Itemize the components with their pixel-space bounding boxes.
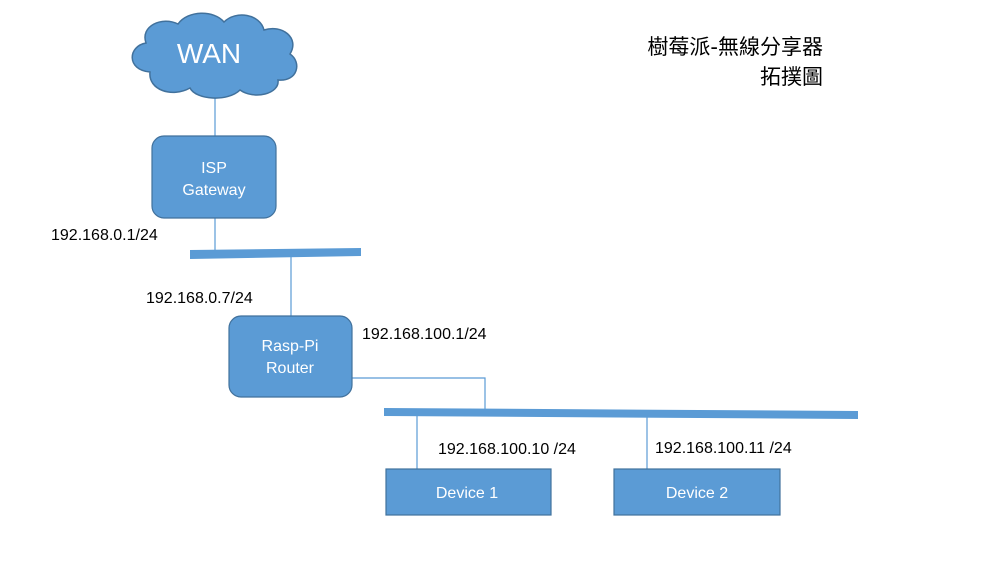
isp-gateway-node: ISP Gateway <box>151 135 277 219</box>
raspi-router-node: Rasp-Pi Router <box>228 315 353 398</box>
cloud-icon <box>131 12 298 99</box>
device2-box <box>613 468 781 516</box>
network-bus-192-168-0 <box>190 248 361 259</box>
isp-gateway-label-line1: ISP <box>201 160 227 177</box>
link-router-to-lan-bus <box>352 377 486 411</box>
device1-node: Device 1 <box>385 468 552 516</box>
diagram-title-line2: 拓撲圖 <box>760 65 823 89</box>
ip-label-router-lan: 192.168.100.1/24 <box>362 326 487 343</box>
raspi-router-label-line2: Router <box>266 360 315 377</box>
isp-gateway-label-line2: Gateway <box>182 182 245 199</box>
ip-label-device1: 192.168.100.10 /24 <box>438 441 576 458</box>
isp-gateway-box <box>151 135 277 219</box>
diagram-title-line1: 樹莓派-無線分享器 <box>647 35 823 59</box>
device1-label: Device 1 <box>436 485 498 502</box>
wan-label: WAN <box>177 38 241 69</box>
device2-label: Device 2 <box>666 485 728 502</box>
device2-node: Device 2 <box>613 468 781 516</box>
ip-label-router-wan: 192.168.0.7/24 <box>146 290 253 307</box>
network-bus-192-168-100 <box>384 408 858 419</box>
ip-label-isp-gateway: 192.168.0.1/24 <box>51 227 158 244</box>
ip-label-device2: 192.168.100.11 /24 <box>655 440 792 457</box>
raspi-router-label-line1: Rasp-Pi <box>262 338 319 355</box>
wan-cloud-node: WAN <box>131 12 298 99</box>
device1-box <box>385 468 552 516</box>
raspi-router-box <box>228 315 353 398</box>
